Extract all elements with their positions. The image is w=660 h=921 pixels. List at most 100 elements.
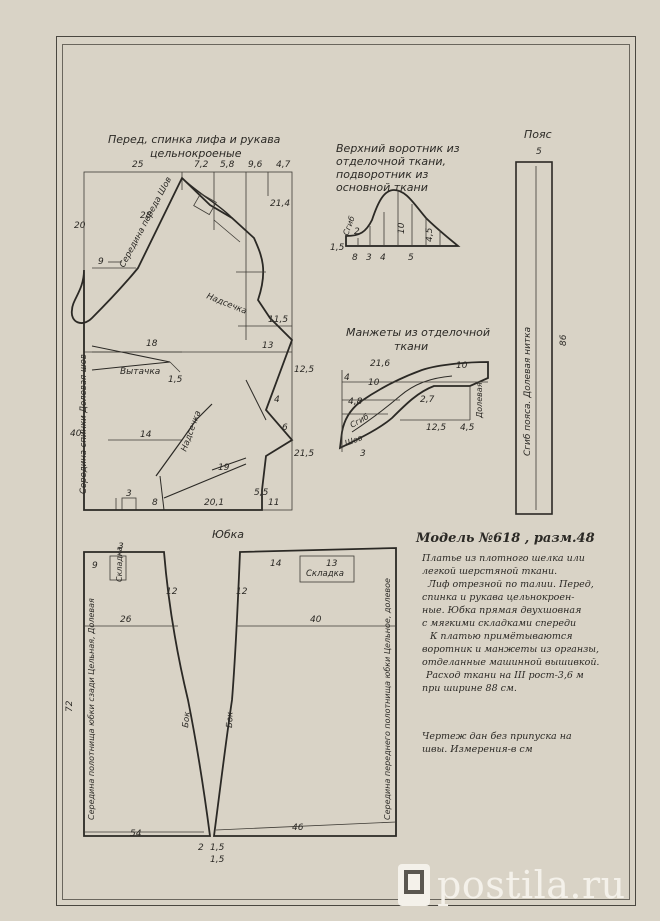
belt-title: Пояс [524, 128, 552, 141]
dim-label: 5,5 [254, 488, 269, 498]
cuff-seam-label: Шов [344, 433, 364, 448]
dim-label: 9 [92, 561, 98, 571]
watermark-text: postila.ru [437, 863, 626, 907]
dim-label: 13 [262, 341, 274, 351]
dim-label: 9 [98, 257, 104, 267]
model-description: Платье из плотного шелка или легкой шерс… [422, 552, 622, 695]
belt-fold-label: Сгиб пояса. Долевая нитка [523, 327, 533, 456]
dim-label: 4 [380, 253, 386, 263]
sheet-outer-frame [56, 36, 636, 906]
postila-logo-icon [398, 864, 430, 906]
dim-label: 26 [120, 615, 132, 625]
cuff-pattern [338, 361, 489, 452]
desc-line: отделанные машинной вышивкой. [422, 657, 600, 668]
desc-line: Платье из плотного шелка или [422, 553, 585, 564]
front-center-label: Середина переда Шов [118, 175, 174, 269]
dim-label: 14 [270, 559, 282, 569]
dim-label: 2 [354, 227, 360, 237]
dim-label: 9,6 [248, 160, 263, 170]
dim-label: 21,4 [270, 199, 290, 209]
back-center-label: Середина спинки Долевая шов [79, 354, 89, 494]
desc-line: К платью примётываются [430, 631, 573, 642]
dim-label: 4,5 [460, 423, 475, 433]
cuff-fold-label: Сгиб [349, 412, 371, 430]
bodice-title-line2: цельнокроеные [150, 147, 242, 160]
desc-line: легкой шерстяной ткани. [422, 566, 558, 577]
dim-label: 1,5 [210, 855, 225, 865]
shoulder-notch-label: Надсечка [205, 292, 248, 317]
desc-line: с мягкими складками спереди [422, 618, 577, 629]
dim-label: 1,5 [168, 375, 183, 385]
dim-label: 21,5 [294, 449, 314, 459]
skirt-front-pattern [212, 547, 397, 837]
dim-label: 1,5 [330, 243, 345, 253]
dim-label: 6 [282, 423, 288, 433]
dim-label: 54 [130, 829, 142, 839]
waist-notch-label: Надсечка [179, 409, 203, 453]
drawing-note: Чертеж дан без припуска на швы. Измерени… [422, 730, 622, 756]
desc-line: воротник и манжеты из органзы, [422, 644, 600, 655]
dim-label: 4,7 [276, 160, 291, 170]
skirt-back-pattern [83, 551, 212, 837]
dim-label: 86 [559, 334, 569, 346]
bodice-title-line1: Перед, спинка лифа и рукава [108, 133, 281, 146]
bodice-pattern [70, 171, 294, 511]
dim-label: 3 [360, 449, 366, 459]
model-title: Модель №618 , разм.48 [416, 531, 595, 546]
desc-line: ные. Юбка прямая двухшовная [422, 605, 582, 616]
dim-label: 8 [352, 253, 358, 263]
dim-label: 13 [326, 559, 338, 569]
desc-line: при ширине 88 см. [422, 683, 517, 694]
dim-label: 4,5 [425, 227, 435, 242]
desc-line: Чертеж дан без припуска на [422, 731, 572, 742]
dim-label: 5 [408, 253, 414, 263]
dim-label: 46 [292, 823, 304, 833]
collar-title-line2: отделочной ткани, [336, 155, 446, 168]
desc-line: Расход ткани на III рост-3,6 м [426, 670, 584, 681]
dim-label: 12,5 [294, 365, 314, 375]
dim-label: 40 [310, 615, 322, 625]
skirt-front-pleat-label: Складка [306, 569, 344, 579]
dart-label: Вытачка [120, 367, 160, 377]
desc-line: спинка и рукава цельнокроен- [422, 592, 575, 603]
dim-label: 12 [166, 587, 178, 597]
dim-label: 4,8 [348, 397, 363, 407]
dim-label: 40 [70, 429, 82, 439]
belt-pattern [515, 161, 553, 515]
dim-label: 2,7 [420, 395, 435, 405]
dim-label: 12 [236, 587, 248, 597]
skirt-back-pleat-label: Складка [115, 546, 124, 582]
collar-title-line1: Верхний воротник из [336, 142, 460, 155]
dim-label: 19 [218, 463, 230, 473]
dim-label: 11,5 [268, 315, 288, 325]
dim-label: 10 [368, 378, 380, 388]
dim-label: 3 [118, 542, 124, 552]
collar-title-line3: подворотник из [336, 168, 428, 181]
dim-label: 10 [397, 222, 407, 234]
skirt-front-side-label: Бок [225, 711, 236, 728]
dim-label: 12,5 [426, 423, 446, 433]
dim-label: 25 [132, 160, 144, 170]
dim-label: 20 [74, 221, 86, 231]
skirt-back-center-label: Середина полотнища юбки сзади Цельная, Д… [87, 598, 96, 820]
skirt-back-side-label: Бок [181, 710, 193, 728]
dim-label: 4 [344, 373, 350, 383]
dim-label: 28 [140, 211, 152, 221]
dim-label: 7,2 [194, 160, 209, 170]
dim-label: 21,6 [370, 359, 390, 369]
collar-title-line4: основной ткани [336, 181, 428, 194]
dim-label: 1,5 [210, 843, 225, 853]
cuff-title-line1: Манжеты из отделочной [346, 326, 490, 339]
dim-label: 18 [146, 339, 158, 349]
dim-label: 72 [65, 700, 75, 712]
dim-label: 5 [536, 147, 542, 157]
dim-label: 8 [152, 498, 158, 508]
dim-label: 20,1 [204, 498, 224, 508]
desc-line: швы. Измерения-в см [422, 744, 533, 755]
dim-label: 3 [126, 489, 132, 499]
desc-line: Лиф отрезной по талии. Перед, [428, 579, 594, 590]
collar-pattern [345, 189, 461, 247]
